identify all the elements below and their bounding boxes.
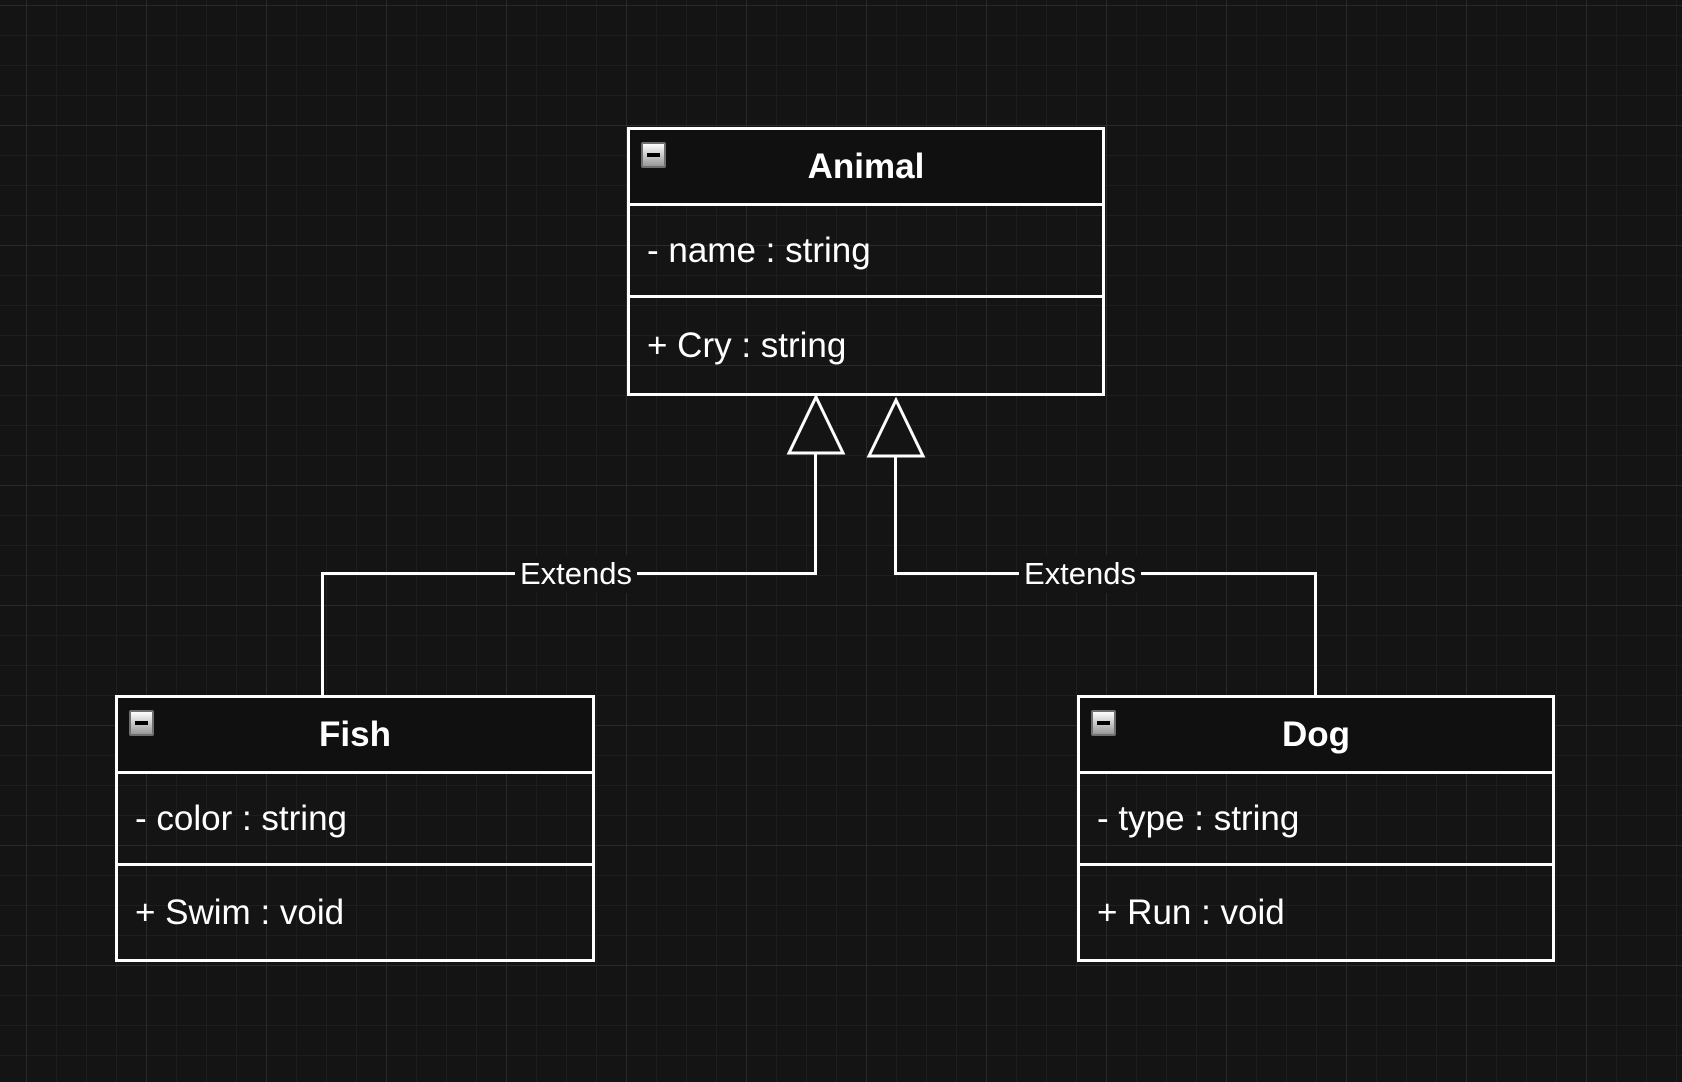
method-text: + Run : void bbox=[1097, 892, 1285, 932]
class-title-bar-fish[interactable]: Fish bbox=[118, 698, 592, 774]
minus-icon bbox=[1097, 721, 1110, 725]
class-methods-dog[interactable]: + Run : void bbox=[1080, 866, 1552, 959]
class-title-dog: Dog bbox=[1281, 714, 1351, 754]
edge-label-extends-dog[interactable]: Extends bbox=[1018, 555, 1142, 593]
edge-dog-to-animal-segment[interactable] bbox=[894, 456, 897, 575]
class-methods-fish[interactable]: + Swim : void bbox=[118, 866, 592, 959]
collapse-button[interactable] bbox=[641, 142, 666, 168]
class-box-fish[interactable]: Fish - color : string + Swim : void bbox=[115, 695, 595, 962]
class-attributes-fish[interactable]: - color : string bbox=[118, 774, 592, 866]
inheritance-arrowhead-icon[interactable] bbox=[866, 397, 926, 459]
class-methods-animal[interactable]: + Cry : string bbox=[630, 298, 1102, 393]
method-text: + Cry : string bbox=[647, 325, 847, 365]
class-title-bar-dog[interactable]: Dog bbox=[1080, 698, 1552, 774]
class-title-bar-animal[interactable]: Animal bbox=[630, 130, 1102, 206]
attribute-text: - name : string bbox=[647, 230, 871, 270]
collapse-button[interactable] bbox=[1091, 710, 1116, 736]
method-text: + Swim : void bbox=[135, 892, 345, 932]
class-title-animal: Animal bbox=[807, 146, 925, 186]
class-box-animal[interactable]: Animal - name : string + Cry : string bbox=[627, 127, 1105, 396]
attribute-text: - color : string bbox=[135, 798, 347, 838]
edge-fish-to-animal-segment[interactable] bbox=[814, 453, 817, 575]
class-attributes-animal[interactable]: - name : string bbox=[630, 206, 1102, 298]
collapse-button[interactable] bbox=[129, 710, 154, 736]
class-attributes-dog[interactable]: - type : string bbox=[1080, 774, 1552, 866]
class-box-dog[interactable]: Dog - type : string + Run : void bbox=[1077, 695, 1555, 962]
edge-fish-to-animal-segment[interactable] bbox=[321, 572, 324, 695]
minus-icon bbox=[135, 721, 148, 725]
minus-icon bbox=[647, 153, 660, 157]
edge-label-extends-fish[interactable]: Extends bbox=[514, 555, 638, 593]
inheritance-arrowhead-icon[interactable] bbox=[786, 394, 846, 456]
class-title-fish: Fish bbox=[319, 714, 391, 754]
attribute-text: - type : string bbox=[1097, 798, 1300, 838]
edge-dog-to-animal-segment[interactable] bbox=[1314, 572, 1317, 695]
